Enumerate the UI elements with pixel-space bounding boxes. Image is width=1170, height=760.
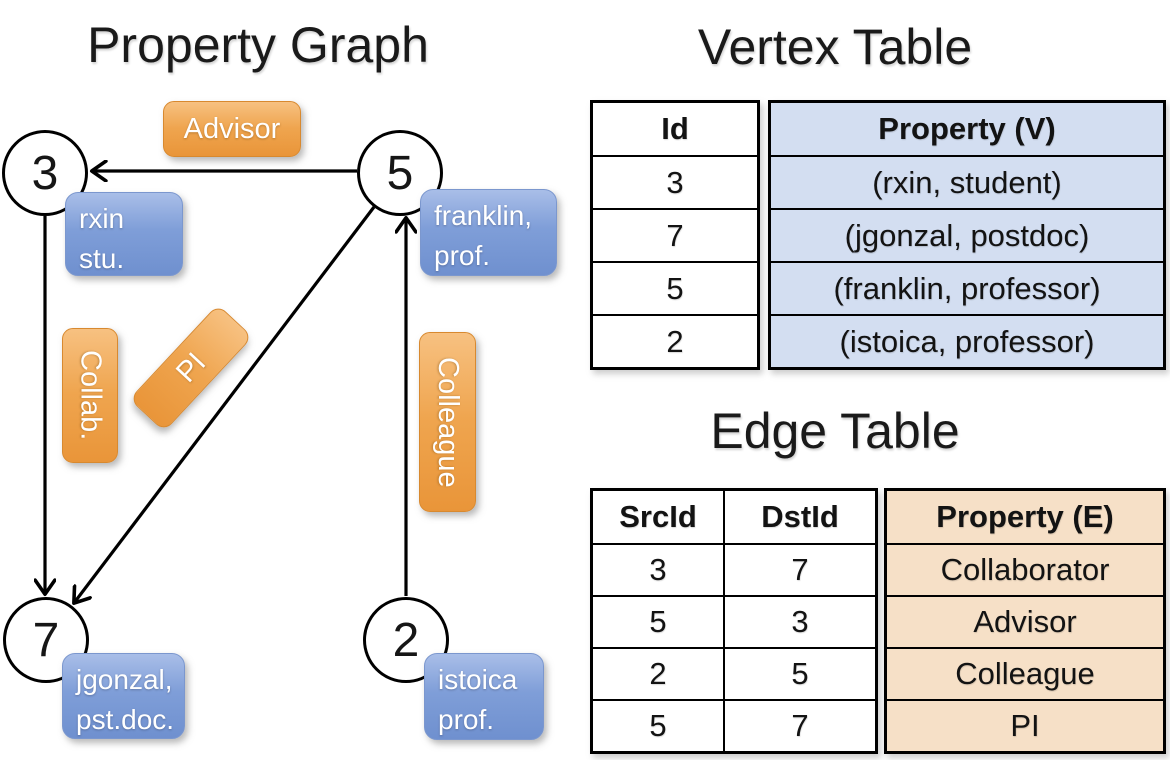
edge-table-property-column: Property (E) Collaborator Advisor Collea…: [884, 488, 1166, 754]
vertex-table-id-column: Id 3 7 5 2: [590, 100, 760, 370]
edge-table-header-property: Property (E): [936, 499, 1114, 534]
vertex-table-header-id: Id: [661, 111, 689, 146]
edge-srcid-cell: 2: [593, 647, 723, 699]
edge-label-collab: Collab.: [62, 328, 118, 463]
node-id: 2: [392, 613, 420, 667]
vertex-id-cell: 3: [593, 155, 757, 208]
edge-table-dstid-column: DstId 7 3 5 7: [725, 491, 875, 751]
vertex-label-rxin: rxin stu.: [65, 192, 183, 276]
edge-table-srcid-column: SrcId 3 5 2 5: [593, 491, 725, 751]
vertex-id-cell: 2: [593, 314, 757, 367]
edge-table-header-dstid: DstId: [761, 499, 839, 534]
edge-label-colleague: Colleague: [419, 332, 476, 512]
vertex-id-cell: 5: [593, 261, 757, 314]
vertex-table-title: Vertex Table: [697, 19, 973, 75]
edge-dstid-cell: 7: [725, 543, 875, 595]
edge-dstid-cell: 5: [725, 647, 875, 699]
edge-property-cell: Advisor: [887, 595, 1163, 647]
vertex-property-cell: (franklin, professor): [771, 261, 1163, 314]
edge-5-to-7: [74, 206, 376, 603]
edge-table-header-srcid: SrcId: [619, 499, 697, 534]
edge-srcid-cell: 5: [593, 699, 723, 751]
edge-table-title: Edge Table: [710, 403, 960, 459]
vertex-property-cell: (rxin, student): [771, 155, 1163, 208]
edge-property-cell: Collaborator: [887, 543, 1163, 595]
edge-table-id-columns: SrcId 3 5 2 5 DstId 7 3 5 7: [590, 488, 878, 754]
graph-edges: [0, 0, 580, 760]
property-graph-title: Property Graph: [87, 17, 429, 73]
edge-property-cell: PI: [887, 699, 1163, 751]
edge-srcid-cell: 5: [593, 595, 723, 647]
vertex-property-cell: (jgonzal, postdoc): [771, 208, 1163, 261]
vertex-label-jgonzal: jgonzal, pst.doc.: [62, 653, 185, 739]
graph-node-2: 2: [363, 597, 449, 683]
node-id: 5: [386, 146, 414, 200]
edge-label-advisor: Advisor: [163, 101, 301, 157]
node-id: 3: [31, 146, 59, 200]
vertex-label-franklin: franklin, prof.: [420, 189, 557, 276]
node-id: 7: [32, 613, 60, 667]
edge-dstid-cell: 7: [725, 699, 875, 751]
vertex-table-property-column: Property (V) (rxin, student) (jgonzal, p…: [768, 100, 1166, 370]
edge-property-cell: Colleague: [887, 647, 1163, 699]
vertex-id-cell: 7: [593, 208, 757, 261]
edge-dstid-cell: 3: [725, 595, 875, 647]
vertex-property-cell: (istoica, professor): [771, 314, 1163, 367]
vertex-label-istoica: istoica prof.: [424, 653, 544, 740]
edge-srcid-cell: 3: [593, 543, 723, 595]
graph-node-5: 5: [357, 130, 443, 216]
vertex-table-header-property: Property (V): [878, 111, 1056, 146]
